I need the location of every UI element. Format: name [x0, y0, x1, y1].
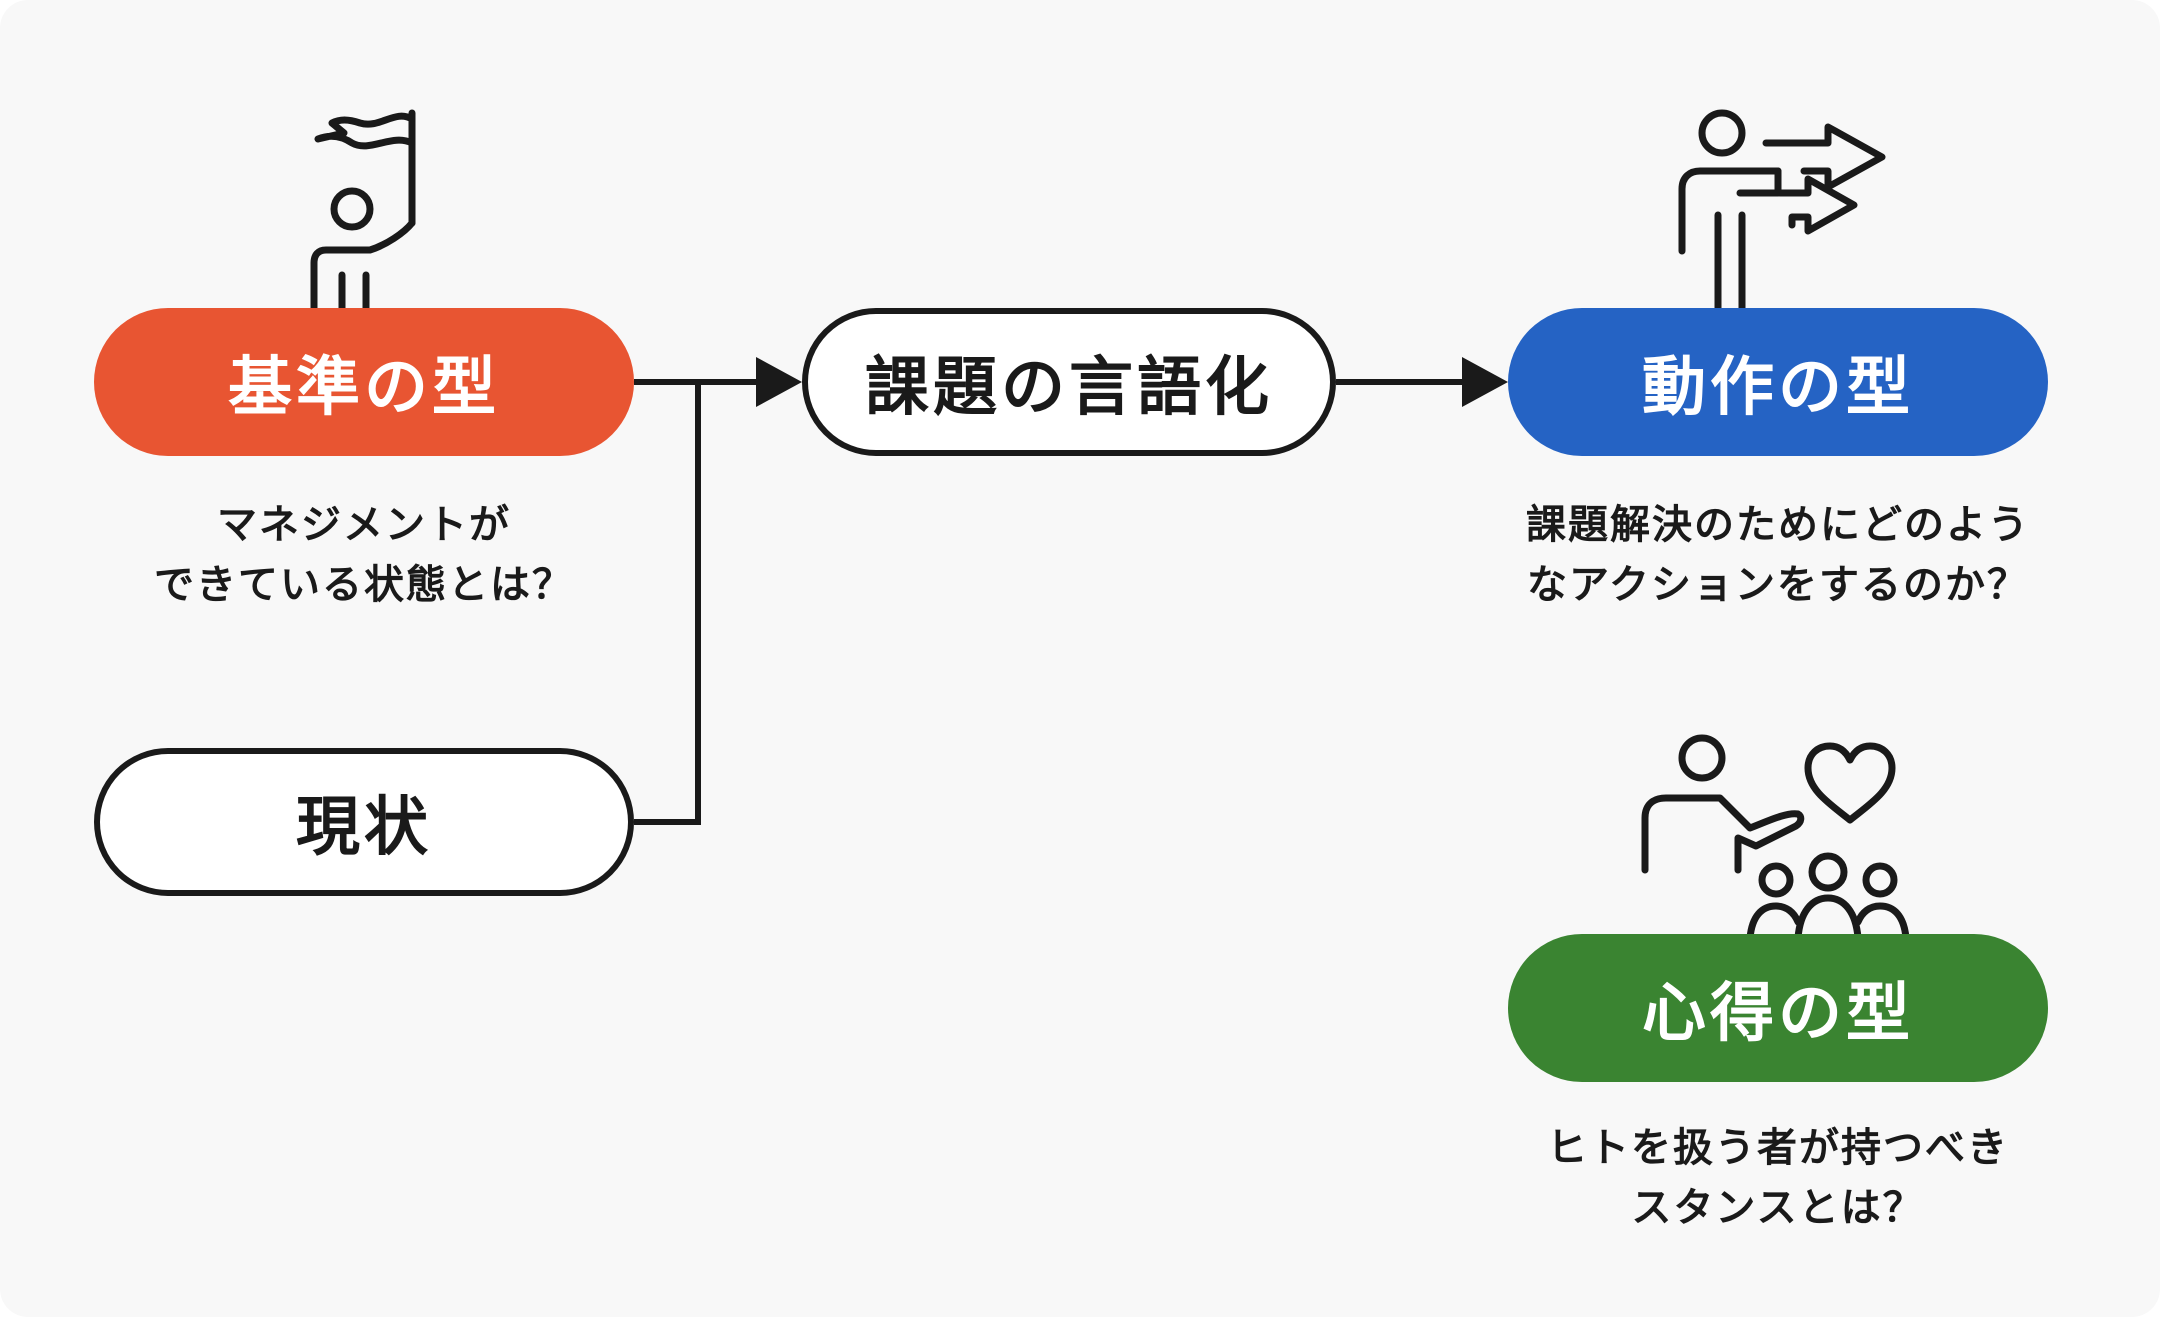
- node-kokoroe-no-kata: 心得の型: [1508, 934, 2048, 1082]
- caption-kokoroe: ヒトを扱う者が持つべき スタンスとは？: [1478, 1118, 2078, 1238]
- node-genjou-label: 現状: [296, 791, 432, 865]
- person-pointing-arrows-icon: [1678, 109, 1886, 310]
- arrowhead-into-dousa: [1462, 357, 1508, 407]
- caption-dousa-line-2: なアクションをするのか？: [1527, 562, 2029, 608]
- person-heart-group-icon: [1641, 734, 1910, 938]
- caption-kijun-line-2: できている状態とは？: [154, 562, 574, 608]
- node-kijun-no-kata: 基準の型: [94, 308, 634, 456]
- caption-kokoroe-line-2: スタンスとは？: [1631, 1185, 1925, 1231]
- caption-dousa-line-1: 課題解決のためにどのよう: [1526, 502, 2030, 548]
- node-kijun-label: 基準の型: [228, 351, 500, 425]
- edge-genjou-to-kadai: [634, 382, 701, 825]
- node-kadai-no-gengoka: 課題の言語化: [802, 308, 1336, 456]
- caption-kokoroe-line-1: ヒトを扱う者が持つべき: [1547, 1125, 2009, 1171]
- person-with-flag-icon: [310, 109, 416, 310]
- node-dousa-label: 動作の型: [1642, 351, 1914, 425]
- caption-dousa: 課題解決のためにどのよう なアクションをするのか？: [1478, 495, 2078, 615]
- node-kokoroe-label: 心得の型: [1642, 977, 1914, 1051]
- node-dousa-no-kata: 動作の型: [1508, 308, 2048, 456]
- caption-kijun: マネジメントが できている状態とは？: [94, 495, 634, 615]
- node-kadai-label: 課題の言語化: [865, 351, 1273, 425]
- node-genjou: 現状: [94, 748, 634, 896]
- caption-kijun-line-1: マネジメントが: [217, 502, 511, 548]
- arrowhead-into-kadai: [756, 357, 802, 407]
